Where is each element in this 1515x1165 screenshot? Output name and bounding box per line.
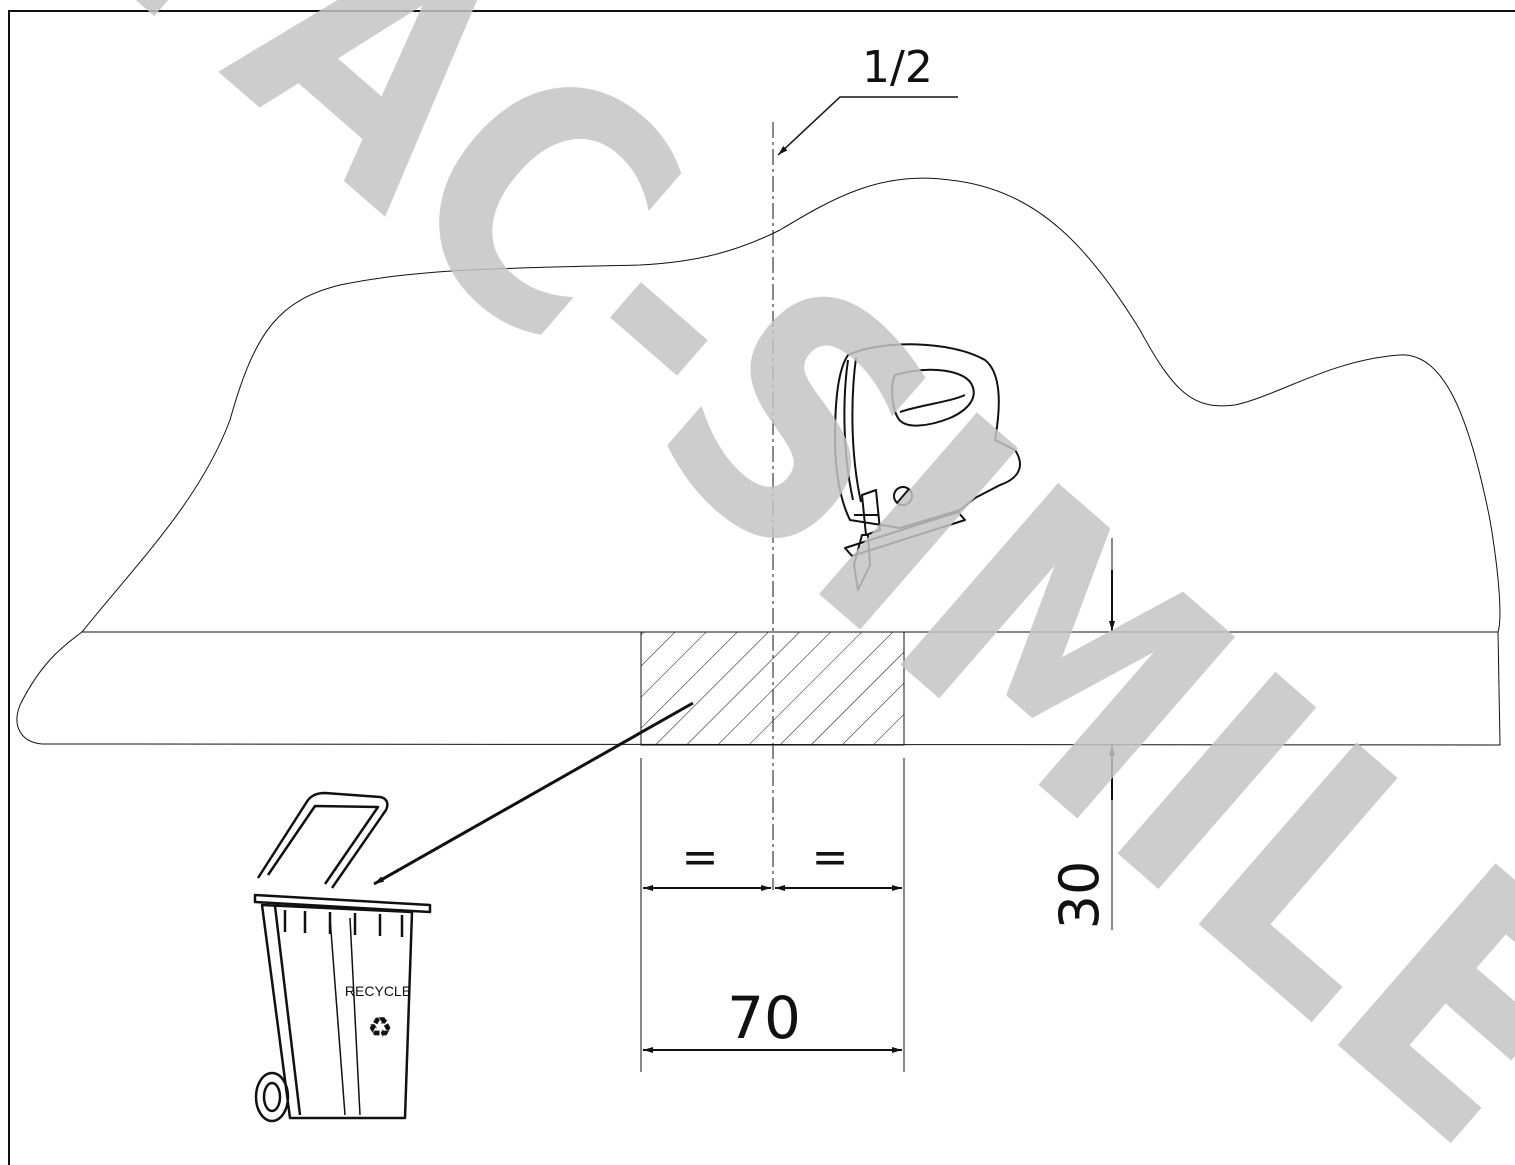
recycle-bin-icon (253, 791, 432, 1123)
half-mark-label: 1/2 (862, 42, 933, 93)
bin-recycle-label: RECYCLE (345, 983, 411, 999)
jigsaw-icon (834, 343, 1021, 591)
disposal-arrow (373, 701, 694, 886)
width-dimension-label: 70 (727, 984, 801, 1052)
half-leader-line (777, 96, 958, 156)
countertop-outline (16, 177, 1501, 746)
thickness-dimension-label: 30 (1048, 861, 1111, 930)
drawing-frame (8, 10, 1515, 1165)
recycle-symbol-icon: ♻ (367, 1012, 392, 1043)
equal-label-right: = (812, 832, 849, 883)
equal-label-left: = (682, 832, 719, 883)
